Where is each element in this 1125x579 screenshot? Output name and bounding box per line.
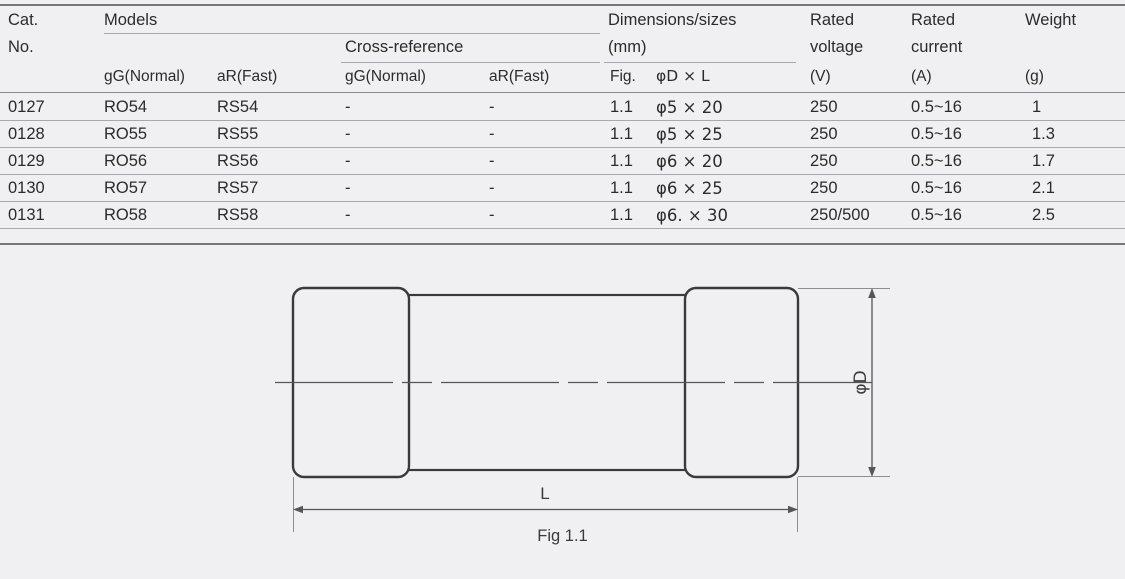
cell-models-gg: RO57 xyxy=(104,179,148,197)
cell-rated-voltage: 250 xyxy=(810,98,838,116)
header-rated-current-line1: Rated xyxy=(911,11,956,29)
cell-models-gg: RO54 xyxy=(104,98,148,116)
row-rule-5 xyxy=(0,228,1125,229)
cell-rated-current: 0.5~16 xyxy=(911,152,962,170)
cell-xref-gg: - xyxy=(345,152,351,170)
cell-weight: 2.5 xyxy=(1032,206,1055,224)
cell-xref-gg: - xyxy=(345,206,351,224)
header-rated-current-line2: current xyxy=(911,38,963,56)
cell-xref-ar: - xyxy=(489,125,495,143)
cell-dimensions: φ6. × 30 xyxy=(656,206,728,225)
cell-fig: 1.1 xyxy=(610,179,633,197)
header-cat-no-line2: No. xyxy=(8,38,34,56)
subheader-voltage-unit: (V) xyxy=(810,68,831,85)
cell-rated-current: 0.5~16 xyxy=(911,206,962,224)
subheader-current-unit: (A) xyxy=(911,68,932,85)
table-top-rule xyxy=(0,4,1125,6)
subheader-dimension-formula: φD × L xyxy=(656,67,710,85)
cell-rated-voltage: 250 xyxy=(810,152,838,170)
cell-cat-no: 0128 xyxy=(8,125,45,143)
row-rule-3 xyxy=(0,174,1125,175)
cell-weight: 1.3 xyxy=(1032,125,1055,143)
row-rule-1 xyxy=(0,120,1125,121)
header-weight: Weight xyxy=(1025,11,1077,29)
cell-cat-no: 0127 xyxy=(8,98,45,116)
subheader-xref-gg: gG(Normal) xyxy=(345,68,426,85)
cell-weight: 1 xyxy=(1032,98,1042,116)
cell-models-ar: RS54 xyxy=(217,98,259,116)
subheader-xref-ar: aR(Fast) xyxy=(489,68,550,85)
fuse-drawing: φD L Fig 1.1 xyxy=(0,262,1125,579)
cell-fig: 1.1 xyxy=(610,98,633,116)
cell-dimensions: φ5 × 20 xyxy=(656,98,723,117)
row-rule-2 xyxy=(0,147,1125,148)
cell-rated-voltage: 250 xyxy=(810,179,838,197)
subheader-fig: Fig. xyxy=(610,68,636,85)
cell-models-gg: RO55 xyxy=(104,125,148,143)
cell-fig: 1.1 xyxy=(610,152,633,170)
cell-xref-ar: - xyxy=(489,179,495,197)
cell-fig: 1.1 xyxy=(610,206,633,224)
cell-models-ar: RS58 xyxy=(217,206,259,224)
subheader-models-ar: aR(Fast) xyxy=(217,68,278,85)
row-rule-4 xyxy=(0,201,1125,202)
header-rated-voltage-line2: voltage xyxy=(810,38,864,56)
cell-cat-no: 0131 xyxy=(8,206,45,224)
cell-models-gg: RO56 xyxy=(104,152,148,170)
header-cat-no-line1: Cat. xyxy=(8,11,39,29)
cell-rated-voltage: 250/500 xyxy=(810,206,870,224)
header-models: Models xyxy=(104,11,158,29)
cell-weight: 1.7 xyxy=(1032,152,1055,170)
cell-xref-ar: - xyxy=(489,98,495,116)
cell-dimensions: φ6 × 20 xyxy=(656,152,723,171)
diameter-label: φD xyxy=(851,370,871,394)
cell-cat-no: 0130 xyxy=(8,179,45,197)
subheader-models-gg: gG(Normal) xyxy=(104,68,185,85)
cell-xref-gg: - xyxy=(345,125,351,143)
length-label: L xyxy=(540,484,549,503)
cell-dimensions: φ6 × 25 xyxy=(656,179,723,198)
dimensions-span-rule xyxy=(604,62,796,63)
header-rated-voltage-line1: Rated xyxy=(810,11,855,29)
diameter-dimension-arrow xyxy=(868,288,876,477)
cell-dimensions: φ5 × 25 xyxy=(656,125,723,144)
figure-caption: Fig 1.1 xyxy=(537,527,588,545)
cell-models-ar: RS55 xyxy=(217,125,259,143)
cell-models-gg: RO58 xyxy=(104,206,148,224)
cell-weight: 2.1 xyxy=(1032,179,1055,197)
models-span-rule xyxy=(104,33,600,34)
cell-models-ar: RS56 xyxy=(217,152,259,170)
cell-xref-gg: - xyxy=(345,179,351,197)
table-bottom-rule xyxy=(0,243,1125,245)
subheader-weight-unit: (g) xyxy=(1025,68,1044,85)
cell-fig: 1.1 xyxy=(610,125,633,143)
cell-xref-gg: - xyxy=(345,98,351,116)
cell-rated-voltage: 250 xyxy=(810,125,838,143)
cell-rated-current: 0.5~16 xyxy=(911,125,962,143)
crossref-span-rule xyxy=(341,62,600,63)
header-dimensions-line1: Dimensions/sizes xyxy=(608,11,737,29)
header-cross-reference: Cross-reference xyxy=(345,38,464,56)
cell-rated-current: 0.5~16 xyxy=(911,98,962,116)
cell-cat-no: 0129 xyxy=(8,152,45,170)
header-bottom-rule xyxy=(0,92,1125,93)
header-dimensions-line2: (mm) xyxy=(608,38,647,56)
cell-xref-ar: - xyxy=(489,152,495,170)
cell-models-ar: RS57 xyxy=(217,179,259,197)
cell-xref-ar: - xyxy=(489,206,495,224)
cell-rated-current: 0.5~16 xyxy=(911,179,962,197)
length-dimension-arrow xyxy=(293,505,798,514)
